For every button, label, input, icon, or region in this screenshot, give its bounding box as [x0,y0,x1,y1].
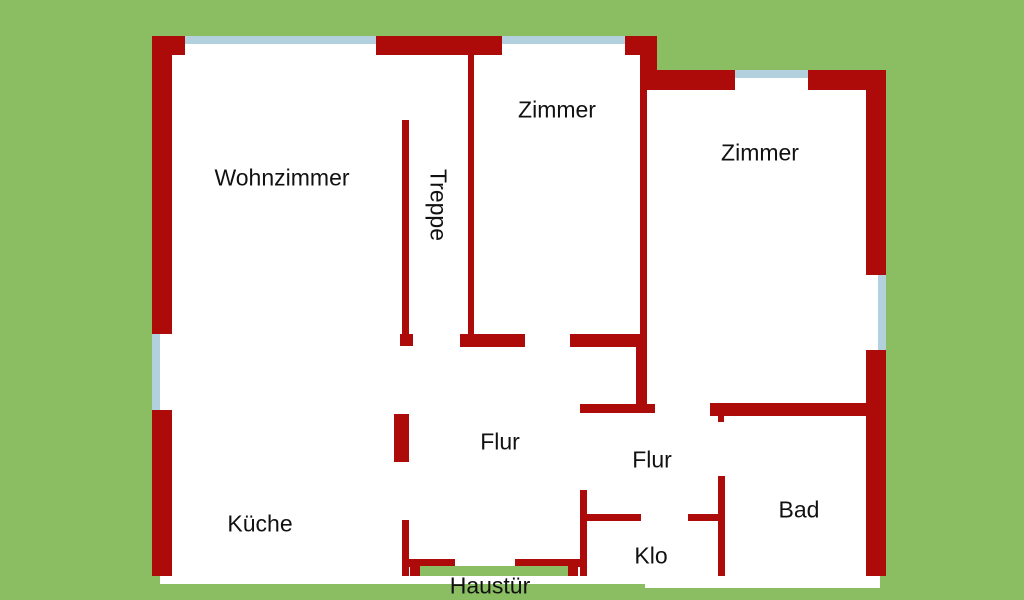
wall-between-rooms [640,55,647,410]
wall-stairs-end [400,334,413,346]
entrance-area [420,566,568,576]
label-kueche: Küche [227,510,293,537]
wall-entrance-right [515,559,587,567]
wall-left-bottom [152,410,172,576]
label-haustuer: Haustür [449,572,531,599]
wall-kitchen [402,520,409,576]
label-flur-2: Flur [632,446,672,473]
label-klo: Klo [634,542,668,569]
window-top-3 [735,70,808,78]
window-top-2 [502,36,625,44]
wall-hall-vert [636,347,642,410]
wall-hall-horiz [580,404,655,413]
wall-klo-top-a [587,514,641,521]
wall-right-lower [866,350,886,576]
wall-stub [718,414,724,422]
wall-top-corner [152,36,185,55]
door-frame [394,414,409,462]
label-wohnzimmer: Wohnzimmer [214,164,350,191]
wall-top-mid [376,36,502,55]
wall-room2-bottom [710,403,870,416]
window-left [152,334,160,410]
floor-right [645,78,880,588]
wall-klo-left [580,490,587,576]
label-treppe: Treppe [425,168,452,242]
wall-klo-top-b [688,514,720,521]
label-zimmer-2: Zimmer [721,139,799,166]
wall-stairs [402,120,409,345]
wall-left-top [152,36,172,334]
label-bad: Bad [778,496,820,523]
window-right [878,275,886,350]
wall-stairs-room [468,55,474,345]
wall-right-top-1 [645,70,735,90]
wall-right-upper [866,70,886,275]
label-flur-1: Flur [480,428,520,455]
window-top-1 [185,36,376,44]
wall-room1-bottom-b [570,334,642,347]
wall-room1-bottom-a [460,334,525,347]
label-zimmer-1: Zimmer [518,96,596,123]
wall-bath-left [718,476,725,576]
wall-entrance-left [402,559,455,567]
